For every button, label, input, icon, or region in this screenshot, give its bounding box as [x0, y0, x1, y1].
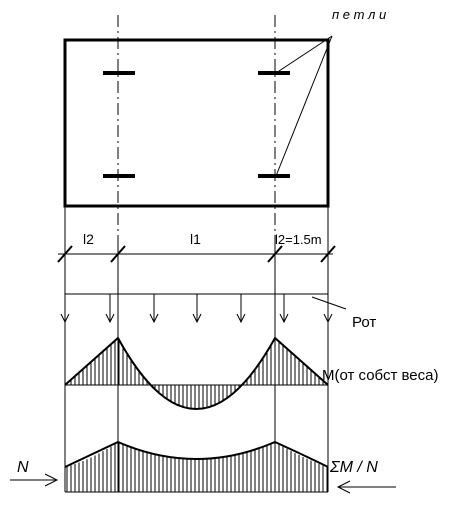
slab-outline: [63, 38, 330, 208]
moment-curve: [64, 336, 329, 410]
load-arrow: [105, 294, 115, 324]
n-arrow-right-head: [336, 480, 351, 494]
load-arrow: [279, 294, 289, 324]
load-arrow: [192, 294, 202, 324]
sum-m-n-label: ΣM / N: [329, 459, 378, 476]
combined-hatch: [66, 442, 328, 492]
load-arrow: [323, 294, 333, 324]
load-leader-line: [311, 296, 347, 310]
combined-curve: [64, 440, 329, 468]
load-arrow: [236, 294, 246, 324]
n-arrow-left-head: [44, 473, 59, 487]
dim-label-l2-right: l2=1.5m: [275, 232, 322, 247]
dim-label-l1: l1: [190, 231, 201, 247]
leader-line-bottom: [275, 35, 333, 177]
load-label: Рот: [352, 314, 376, 331]
dim-label-l2-left: l2: [83, 231, 94, 247]
moment-hatch: [66, 338, 328, 409]
load-arrow: [149, 294, 159, 324]
loops-label: п е т л и: [332, 7, 386, 22]
load-arrow: [60, 294, 70, 324]
leader-line-top: [275, 35, 333, 74]
n-label: N: [17, 459, 29, 476]
moment-label: M(от собст веса): [322, 367, 439, 384]
load-arrows: [60, 294, 333, 324]
